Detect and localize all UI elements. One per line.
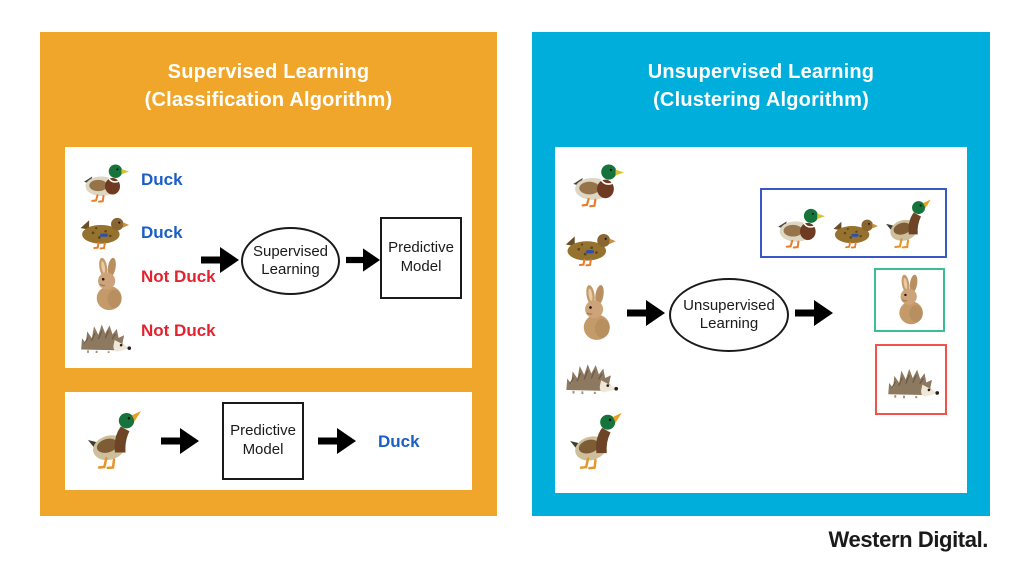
- clustering-box: Unsupervised Learning: [555, 147, 967, 493]
- mallard-duck-icon: [775, 203, 825, 249]
- arrow-right-icon: [795, 300, 833, 326]
- supervised-title-line1: Supervised Learning: [167, 61, 370, 83]
- arrow-right-icon: [346, 247, 380, 273]
- arrow-right-icon: [318, 428, 356, 454]
- example-label-duck-2: Duck: [141, 223, 183, 242]
- mallard-duck-icon: [570, 158, 624, 208]
- arrow-right-icon: [627, 300, 665, 326]
- unsupervised-title-line1: Unsupervised Learning: [647, 61, 875, 83]
- female-duck-icon: [78, 214, 130, 250]
- predictive-model-box: Predictive Model: [380, 217, 462, 299]
- example-label-duck-1: Duck: [141, 170, 183, 189]
- supervised-learning-ellipse: Supervised Learning: [241, 227, 340, 295]
- supervised-title-line2: (Classification Algorithm): [144, 89, 393, 111]
- hedgehog-icon: [883, 358, 939, 399]
- prediction-label: Duck: [378, 432, 420, 451]
- example-label-not-duck-2: Not Duck: [141, 321, 216, 340]
- standing-duck-icon: [87, 408, 141, 470]
- rabbit-icon: [577, 283, 613, 341]
- supervised-learning-panel: Supervised Learning (Classification Algo…: [40, 32, 497, 516]
- hedgehog-icon: [76, 315, 131, 353]
- ducks-cluster-box: [760, 188, 947, 258]
- mallard-duck-icon: [81, 159, 129, 203]
- predictive-model-box: Predictive Model: [222, 402, 304, 480]
- arrow-right-icon: [161, 428, 199, 454]
- prediction-box: Predictive Model Duck: [65, 392, 472, 490]
- female-duck-icon: [564, 230, 616, 267]
- unsupervised-panel-title: Unsupervised Learning (Clustering Algori…: [532, 58, 990, 114]
- rabbit-cluster-box: [874, 268, 945, 332]
- unsupervised-learning-panel: Unsupervised Learning (Clustering Algori…: [532, 32, 990, 516]
- unsupervised-title-line2: (Clustering Algorithm): [653, 89, 869, 111]
- hedgehog-icon: [561, 354, 618, 394]
- hedgehog-cluster-box: [875, 344, 947, 415]
- standing-duck-icon: [568, 410, 623, 470]
- example-label-not-duck-1: Not Duck: [141, 267, 216, 286]
- training-box: Duck Duck Not Duck Not Duck Supervised L…: [65, 147, 472, 368]
- supervised-panel-title: Supervised Learning (Classification Algo…: [40, 58, 497, 114]
- western-digital-logo: Western Digital.: [828, 527, 989, 552]
- rabbit-icon: [893, 273, 926, 325]
- arrow-right-icon: [201, 247, 239, 273]
- standing-duck-icon: [884, 197, 932, 249]
- unsupervised-learning-ellipse: Unsupervised Learning: [669, 278, 789, 352]
- female-duck-icon: [832, 216, 878, 249]
- rabbit-icon: [90, 256, 125, 311]
